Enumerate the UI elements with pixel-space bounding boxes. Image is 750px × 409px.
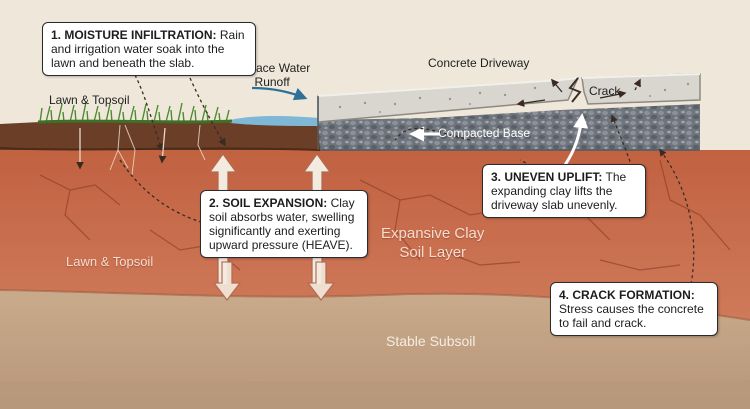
label-lawn-topsoil-underground: Lawn & Topsoil <box>66 254 154 269</box>
callout-body: Rain and irrigation water soak into the … <box>51 28 245 70</box>
label-expansive-clay: Expansive Clay Soil Layer <box>381 225 485 261</box>
grass <box>39 101 230 123</box>
callout-uneven-uplift: 3. UNEVEN UPLIFT: The expanding clay lif… <box>482 164 646 218</box>
label-stable-subsoil: Stable Subsoil <box>386 333 476 349</box>
label-crack: Crack <box>589 84 621 98</box>
callout-moisture-infiltration: 1. MOISTURE INFILTRATION: Rain and irrig… <box>42 22 256 76</box>
grass-roots <box>109 124 206 176</box>
soak-arrows <box>76 127 167 170</box>
callout-crack-formation: 4. CRACK FORMATION: Stress causes the co… <box>550 282 718 336</box>
callout-title: 1. MOISTURE INFILTRATION: <box>51 28 217 42</box>
callout-soil-expansion: 2. SOIL EXPANSION: Clay soil absorbs wat… <box>200 190 368 258</box>
clay-cracks <box>39 159 731 271</box>
callout-body: The expanding clay lifts the driveway sl… <box>491 170 627 212</box>
callout-title: 2. SOIL EXPANSION: <box>209 196 328 210</box>
callout-title: 3. UNEVEN UPLIFT: <box>491 170 603 184</box>
runoff-arrow <box>251 86 308 101</box>
subsoil-bottom-band <box>0 380 750 409</box>
label-compacted-base: Compacted Base <box>438 126 531 140</box>
callout-body: Stress causes the concrete to fail and c… <box>559 302 704 330</box>
label-concrete-driveway: Concrete Driveway <box>428 56 530 70</box>
crack-line <box>568 77 582 103</box>
infiltration-arrows <box>119 74 471 228</box>
uplift-arrows <box>563 113 589 166</box>
callout-title: 4. CRACK FORMATION: <box>559 288 695 302</box>
water-pool <box>230 116 320 126</box>
concrete-speckles <box>338 82 690 113</box>
slab-stress-arrows <box>516 78 641 107</box>
callout-body: Clay soil absorbs water, swelling signif… <box>209 196 355 252</box>
label-lawn-topsoil-surface: Lawn & Topsoil <box>49 93 130 107</box>
